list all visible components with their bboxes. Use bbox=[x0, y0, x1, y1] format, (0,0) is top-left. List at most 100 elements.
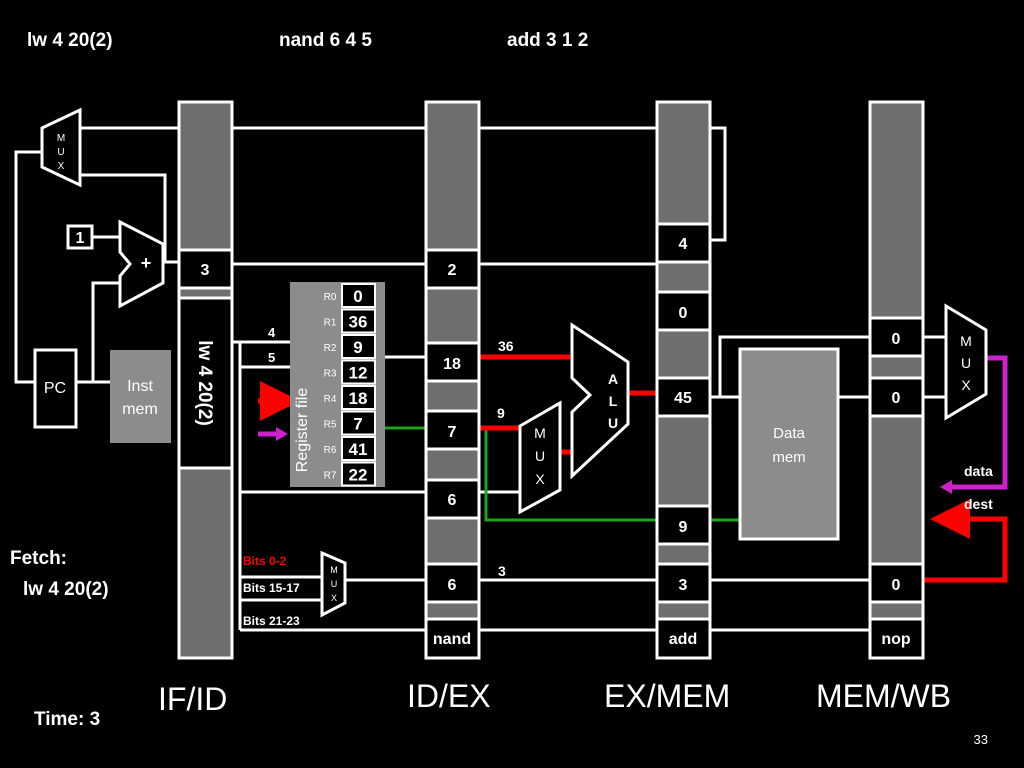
exmem-dest-box bbox=[655, 562, 712, 604]
bits-0-2-label: Bits 0-2 bbox=[243, 554, 287, 568]
if-mux bbox=[40, 107, 82, 188]
exmem-dest-value: 3 bbox=[679, 577, 688, 594]
register-value-r0: 0 bbox=[353, 287, 362, 306]
wb-mux-x: X bbox=[961, 377, 971, 393]
alu-a: A bbox=[608, 371, 618, 387]
register-cell-r7 bbox=[341, 461, 376, 487]
exmem-regb-value: 9 bbox=[679, 519, 688, 536]
register-name-r4: R4 bbox=[324, 394, 337, 405]
register-value-r1: 36 bbox=[349, 313, 368, 332]
instr-if-label: lw 4 20(2) bbox=[27, 30, 113, 51]
dest-bus-label: 3 bbox=[498, 563, 506, 579]
bits-21-23-label: Bits 21-23 bbox=[243, 614, 300, 628]
ex-mux bbox=[518, 400, 562, 515]
inst-mem-label-1: Inst bbox=[127, 378, 153, 395]
dest-mux-u: U bbox=[331, 579, 338, 589]
register-cell-r2 bbox=[341, 334, 376, 359]
red-wires bbox=[258, 354, 1008, 583]
idex-op-value: nand bbox=[433, 631, 471, 648]
const-one: 1 bbox=[76, 230, 85, 247]
register-name-r7: R7 bbox=[324, 471, 337, 482]
register-name-r0: R0 bbox=[324, 292, 337, 303]
fetch-instr: lw 4 20(2) bbox=[23, 579, 109, 600]
idex-regb-value: 7 bbox=[448, 424, 457, 441]
exmem-eq-value: 0 bbox=[679, 305, 688, 322]
ifid-pc-value: 3 bbox=[201, 262, 210, 279]
const-one-box bbox=[66, 224, 94, 250]
green-wires bbox=[385, 426, 740, 522]
idex-rega-value: 18 bbox=[443, 356, 461, 373]
wb-mux bbox=[944, 303, 988, 421]
exmem-target-value: 4 bbox=[679, 236, 688, 253]
ifid-instr-box bbox=[177, 296, 234, 470]
memwb-dest-box bbox=[868, 562, 925, 604]
ex-mux-u: U bbox=[535, 448, 545, 464]
reg-a-select: 4 bbox=[268, 325, 276, 340]
alu-l: L bbox=[609, 393, 618, 409]
memwb-alu-box bbox=[868, 376, 925, 418]
instr-id-label: nand 6 4 5 bbox=[279, 30, 372, 51]
register-cell-r6 bbox=[341, 436, 376, 461]
stage-label-idex: ID/EX bbox=[407, 678, 491, 714]
magenta-wires bbox=[258, 355, 1008, 494]
instr-ex-label: add 3 1 2 bbox=[507, 30, 588, 51]
register-value-r5: 7 bbox=[353, 415, 362, 434]
data-mem-label-2: mem bbox=[772, 449, 805, 466]
if-mux-m: M bbox=[57, 133, 65, 144]
inst-mem-label-2: mem bbox=[122, 401, 158, 418]
register-value-r2: 9 bbox=[353, 338, 362, 357]
idex-pc-value: 2 bbox=[448, 262, 457, 279]
register-cell-r1 bbox=[341, 308, 376, 334]
if-mux-x: X bbox=[58, 161, 65, 172]
alu-in-b-label: 9 bbox=[497, 405, 505, 421]
inst-mem bbox=[110, 350, 171, 443]
ex-mux-m: M bbox=[534, 425, 546, 441]
memwb-op-box bbox=[868, 617, 925, 660]
register-value-r4: 18 bbox=[349, 389, 368, 408]
register-file-label: Register file bbox=[294, 388, 311, 473]
pc-register bbox=[33, 348, 78, 429]
register-name-r2: R2 bbox=[324, 343, 337, 354]
idex-offset-value: 6 bbox=[448, 492, 457, 509]
pc-adder bbox=[118, 219, 165, 309]
exmem-eq-box bbox=[655, 290, 712, 332]
register-value-r6: 41 bbox=[349, 440, 368, 459]
stage-label-memwb: MEM/WB bbox=[816, 678, 951, 714]
alu-u: U bbox=[608, 415, 618, 431]
alu-in-a-label: 36 bbox=[498, 338, 514, 354]
dest-mux-m: M bbox=[330, 565, 338, 575]
idex-dest-box bbox=[424, 562, 481, 604]
dest-mux-x: X bbox=[331, 593, 337, 603]
register-name-r5: R5 bbox=[324, 420, 337, 431]
exmem-alu-box bbox=[655, 376, 712, 418]
memwb-data-value: 0 bbox=[892, 331, 901, 348]
slide-number: 33 bbox=[974, 732, 988, 747]
register-name-r3: R3 bbox=[324, 369, 337, 380]
stage-label-exmem: EX/MEM bbox=[604, 678, 730, 714]
idex-pc-box bbox=[424, 248, 481, 290]
wb-mux-u: U bbox=[961, 355, 971, 371]
register-value-r7: 22 bbox=[349, 466, 368, 485]
wb-data-label: data bbox=[964, 463, 993, 479]
data-mem bbox=[738, 347, 840, 541]
wb-mux-m: M bbox=[960, 333, 972, 349]
dest-mux bbox=[320, 550, 347, 618]
fetch-title: Fetch: bbox=[10, 548, 67, 569]
idex-rega-box bbox=[424, 341, 481, 383]
ifid-pc-box bbox=[177, 248, 234, 290]
memwb-data-box bbox=[868, 316, 925, 358]
idex-regb-box bbox=[424, 409, 481, 451]
wb-dest-label: dest bbox=[964, 496, 993, 512]
register-cell-r0 bbox=[341, 283, 376, 308]
reg-b-select: 5 bbox=[268, 350, 275, 365]
register-name-r6: R6 bbox=[324, 445, 337, 456]
idex-dest-value: 6 bbox=[448, 577, 457, 594]
exmem-regb-box bbox=[655, 504, 712, 546]
bits-15-17-label: Bits 15-17 bbox=[243, 581, 300, 595]
if-mux-u: U bbox=[57, 147, 64, 158]
time-label: Time: 3 bbox=[34, 709, 100, 730]
exmem-target-box bbox=[655, 222, 712, 264]
exmem-alu-value: 45 bbox=[674, 390, 692, 407]
